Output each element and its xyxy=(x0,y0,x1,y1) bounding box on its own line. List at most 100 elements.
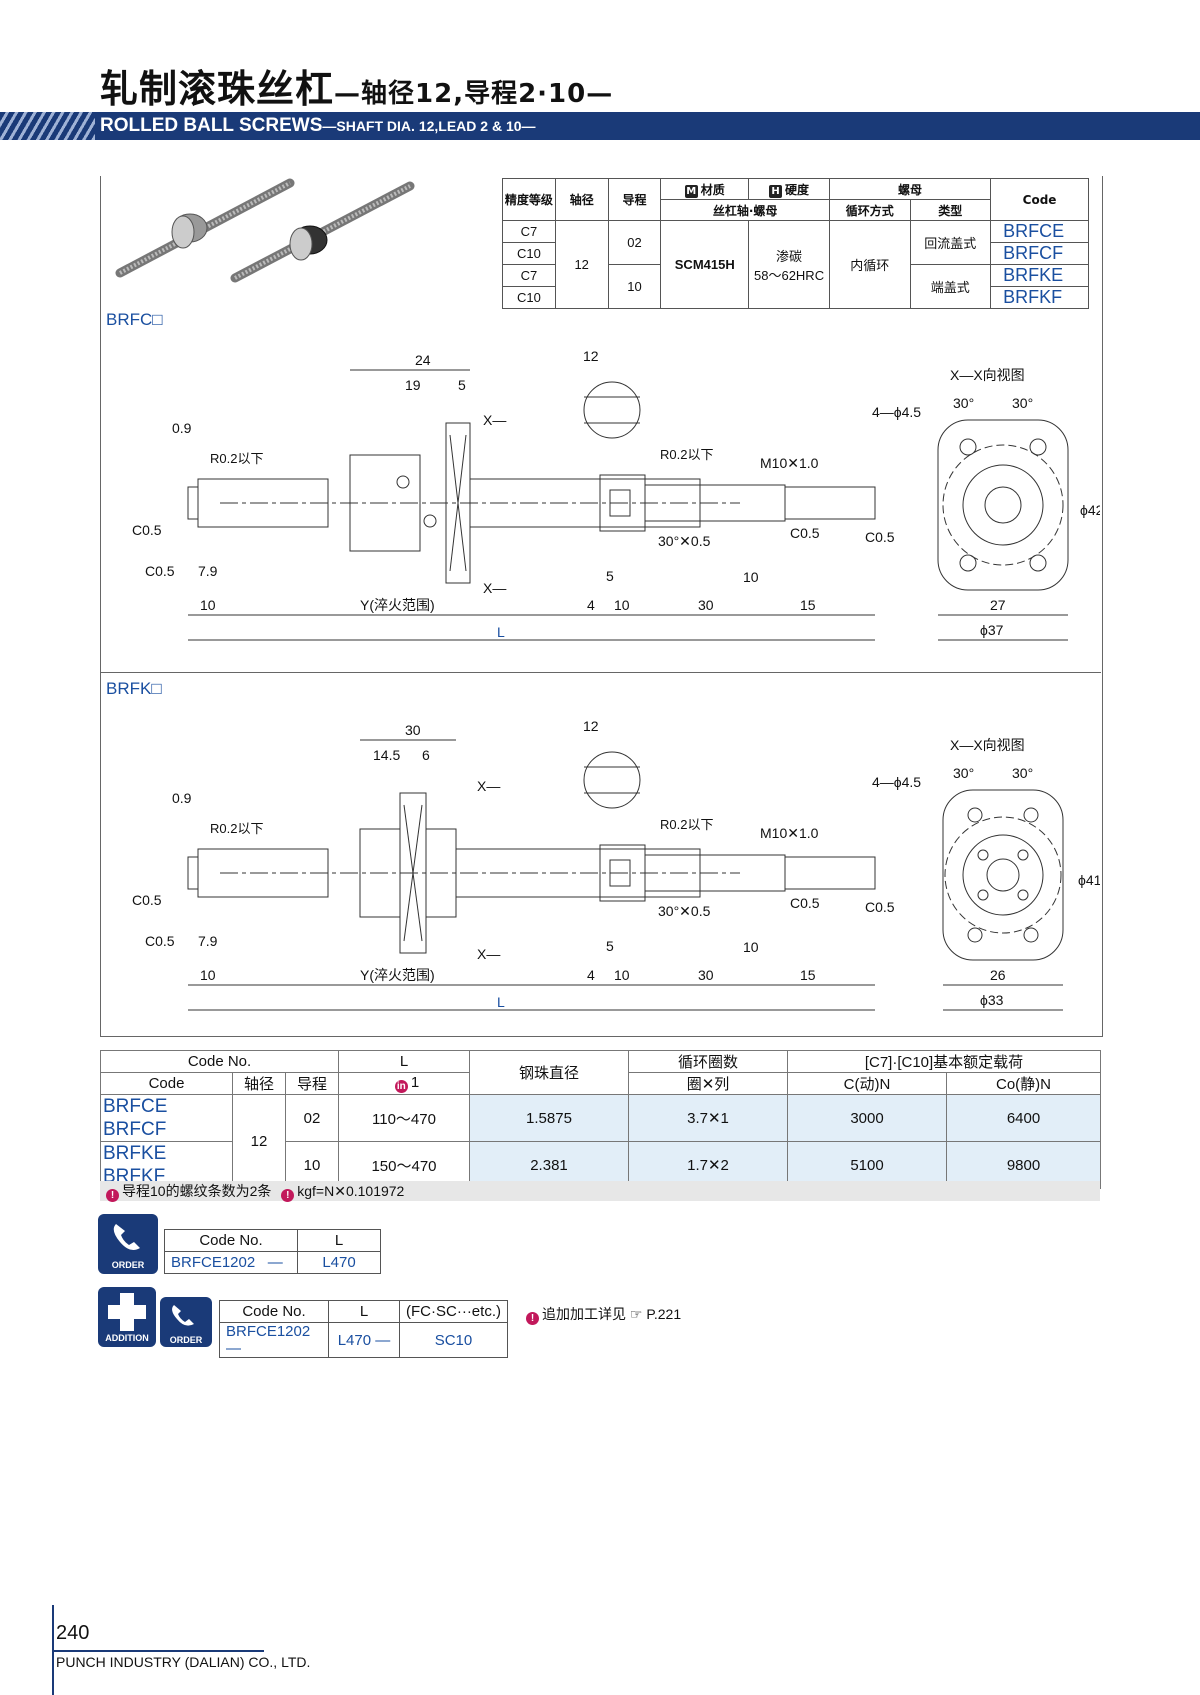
drawing2-shaft xyxy=(187,792,876,954)
drawing2-dimlines xyxy=(188,739,1063,1011)
chamfer-c05-d: C0.5 xyxy=(865,899,895,915)
dim-0-9: 0.9 xyxy=(172,790,192,806)
main-h-lead: 导程 xyxy=(285,1072,339,1095)
spec-hardness: 渗碳 58～62HRC xyxy=(748,220,830,309)
dim-6: 6 xyxy=(422,747,430,763)
xview-phi41: ϕ41 xyxy=(1078,872,1100,888)
spec-shaft: 12 xyxy=(554,220,609,309)
spec-h-type: 类型 xyxy=(909,199,992,221)
main-h-c: C(动)N xyxy=(787,1072,947,1095)
main-h-l-sub-value: 1 xyxy=(410,1074,420,1091)
spec-hardness-1: 渗碳 xyxy=(776,248,803,264)
xview-phi42: ϕ42 xyxy=(1080,502,1100,518)
title-en-main: ROLLED BALL SCREWS xyxy=(100,115,323,136)
dim-10-c: 10 xyxy=(614,967,630,983)
order1-dash: — xyxy=(267,1254,283,1271)
screw-image-2 xyxy=(230,181,415,283)
dim-l: L xyxy=(497,994,505,1010)
spec-lead: 02 xyxy=(607,220,662,265)
xview-angle-1: 30° xyxy=(953,765,974,781)
notes-bar: !导程10的螺纹条数为2条 !kgf=N✕0.101972 xyxy=(100,1181,1100,1202)
title-main: 轧制滚珠丝杠 xyxy=(100,67,335,111)
company-name: PUNCH INDUSTRY (DALIAN) CO., LTD. xyxy=(56,1654,311,1670)
dim-15: 15 xyxy=(800,967,816,983)
drawing1-label: BRFC□ xyxy=(106,310,163,329)
dim-4: 4 xyxy=(587,967,595,983)
note-2: kgf=N✕0.101972 xyxy=(297,1183,405,1199)
order1-h-l: L xyxy=(297,1229,381,1252)
order1-code-value: BRFCE1202 xyxy=(171,1254,256,1271)
main-h-co: Co(静)N xyxy=(946,1072,1101,1095)
dim-12: 12 xyxy=(583,348,599,364)
dim-19: 19 xyxy=(405,377,421,393)
phone-icon xyxy=(172,1305,194,1326)
spec-grade: C10 xyxy=(502,242,556,265)
drawing-frame xyxy=(100,176,1103,1037)
dim-15: 15 xyxy=(800,597,816,613)
chamfer-c05-b: C0.5 xyxy=(145,563,175,579)
addition-icon: ADDITION xyxy=(98,1287,156,1347)
xview-title: X—X向视图 xyxy=(950,737,1025,753)
note-icon: ! xyxy=(281,1189,295,1202)
note-r02: R0.2以下 xyxy=(210,821,263,836)
drawing-divider xyxy=(100,672,1101,673)
xview-phi37: ϕ37 xyxy=(980,622,1004,638)
order-table-1: Code No. L BRFCE1202 — L470 xyxy=(164,1229,381,1274)
plus-icon xyxy=(108,1293,146,1331)
spec-h-grade: 精度等级 xyxy=(502,178,556,221)
xview-27: 27 xyxy=(990,597,1006,613)
spec-hardness-2: 58～62HRC xyxy=(754,267,825,283)
order2-note-ref[interactable]: P.221 xyxy=(646,1306,682,1322)
dim-l: L xyxy=(497,624,505,640)
dim-30-b: 30 xyxy=(698,967,714,983)
xview-angle-2: 30° xyxy=(1012,395,1033,411)
xview-26: 26 xyxy=(990,967,1006,983)
spec-grade: C10 xyxy=(502,286,556,309)
drawing2-xview xyxy=(942,789,1064,961)
order2-code: BRFCE1202 — xyxy=(219,1322,329,1358)
spec-code: BRFKF xyxy=(990,286,1089,309)
dim-y: Y(淬火范围) xyxy=(360,597,435,613)
xview-phi33: ϕ33 xyxy=(980,992,1004,1008)
title-bar-stripes xyxy=(0,112,95,140)
x-mark-top: X— xyxy=(477,778,500,794)
xview-angle-1: 30° xyxy=(953,395,974,411)
drawing1-xview xyxy=(937,419,1069,591)
spec-h-shaft: 轴径 xyxy=(554,178,609,221)
main-code: BRFCF xyxy=(103,1119,167,1140)
drawing2-dims: 30 14.5 6 12 X— X— 0.9 R0.2以下 R0.2以下 M10… xyxy=(132,718,1100,1010)
main-shaft: 12 xyxy=(232,1094,286,1189)
note-icon: ! xyxy=(526,1312,539,1325)
note-icon: ! xyxy=(106,1189,119,1202)
chamfer-c05-b: C0.5 xyxy=(145,933,175,949)
xview-angle-2: 30° xyxy=(1012,765,1033,781)
main-l: 110～470 xyxy=(338,1094,470,1142)
x-mark-bottom: X— xyxy=(483,580,506,596)
spec-h-circ: 循环方式 xyxy=(828,199,911,221)
spec-h-material-label: 材质 xyxy=(700,182,725,197)
xview-title: X—X向视图 xyxy=(950,367,1025,383)
order1-code: BRFCE1202 — xyxy=(164,1251,298,1274)
dim-14-5: 14.5 xyxy=(373,747,400,763)
chamfer-c05: C0.5 xyxy=(132,892,162,908)
hardness-icon: H xyxy=(769,184,783,198)
hand-pointer-icon: ☞ xyxy=(629,1306,643,1322)
order2-h-opt: (FC·SC···etc.) xyxy=(399,1300,508,1323)
spec-h-material-sub: 丝杠轴·螺母 xyxy=(660,199,830,221)
screw-image-1 xyxy=(115,178,295,278)
product-photo xyxy=(115,178,415,283)
phone-icon xyxy=(113,1224,140,1250)
page-title: 轧制滚珠丝杠—轴径12,导程2·10— xyxy=(100,58,613,113)
spec-h-lead: 导程 xyxy=(607,178,662,221)
dim-10-c: 10 xyxy=(614,597,630,613)
spec-h-nut: 螺母 xyxy=(828,178,992,200)
chamfer-c05: C0.5 xyxy=(132,522,162,538)
dim-y: Y(淬火范围) xyxy=(360,967,435,983)
drawing1-dimlines xyxy=(188,369,1068,641)
footer-line xyxy=(52,1650,264,1652)
main-lead: 02 xyxy=(285,1094,339,1142)
chamfer-c05-d: C0.5 xyxy=(865,529,895,545)
